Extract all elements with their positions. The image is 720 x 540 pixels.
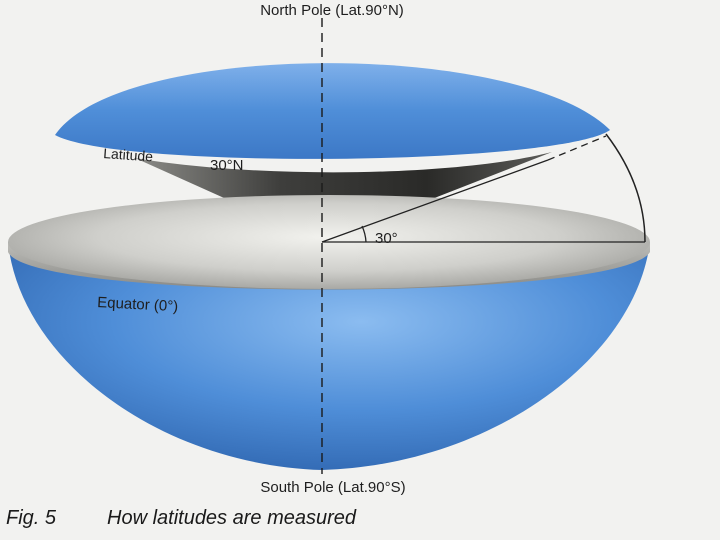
north-pole-label: North Pole (Lat.90°N) [260, 2, 404, 19]
angle-line [321, 159, 549, 243]
equator-label: Equator (0°) [97, 294, 179, 315]
figure-caption: How latitudes are measured [107, 507, 357, 529]
northern-cap [55, 63, 610, 159]
south-pole-label: South Pole (Lat.90°S) [260, 479, 405, 496]
latitude-value-label: 30°N [210, 157, 244, 174]
latitude-label: Latitude [103, 145, 154, 164]
angle-arc [361, 225, 367, 243]
figure-number: Fig. 5 [6, 507, 57, 529]
meridian-arc [605, 133, 646, 243]
angle-line-extension [547, 135, 607, 161]
southern-hemisphere [8, 242, 650, 470]
angle-label: 30° [375, 230, 398, 247]
